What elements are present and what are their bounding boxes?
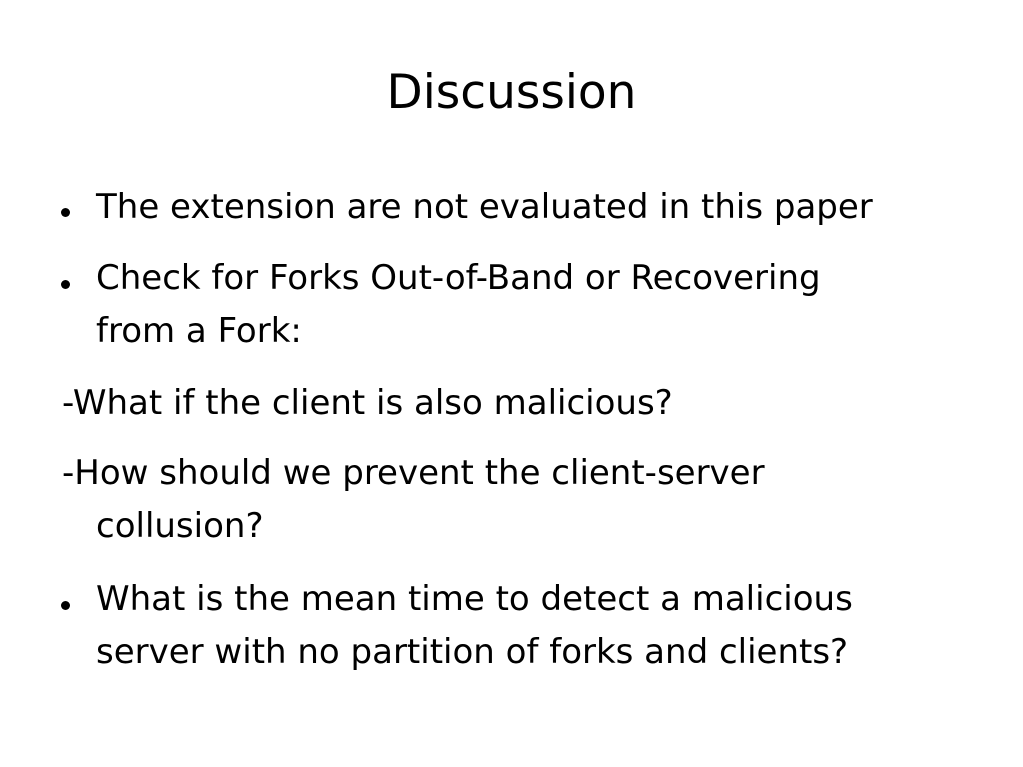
plain-item: -What if the client is also malicious? [62, 377, 673, 430]
item-line: -How should we prevent the client-server [62, 453, 765, 493]
item-line: from a Fork: [96, 311, 302, 351]
bullet-item: The extension are not evaluated in this … [96, 181, 873, 234]
item-line: server with no partition of forks and cl… [96, 632, 849, 672]
bullet-item: Check for Forks Out-of-Band or Recoverin… [96, 252, 821, 358]
bullet-icon [61, 601, 70, 610]
bullet-icon [61, 208, 70, 217]
item-line: collusion? [96, 506, 264, 546]
item-line: The extension are not evaluated in this … [96, 187, 873, 227]
item-line: What is the mean time to detect a malici… [96, 579, 853, 619]
item-line: -What if the client is also malicious? [62, 383, 673, 423]
bullet-item: What is the mean time to detect a malici… [96, 573, 853, 679]
slide-title: Discussion [386, 65, 637, 120]
plain-item: -How should we prevent the client-server… [62, 447, 765, 553]
bullet-icon [61, 280, 70, 289]
item-line: Check for Forks Out-of-Band or Recoverin… [96, 258, 821, 298]
